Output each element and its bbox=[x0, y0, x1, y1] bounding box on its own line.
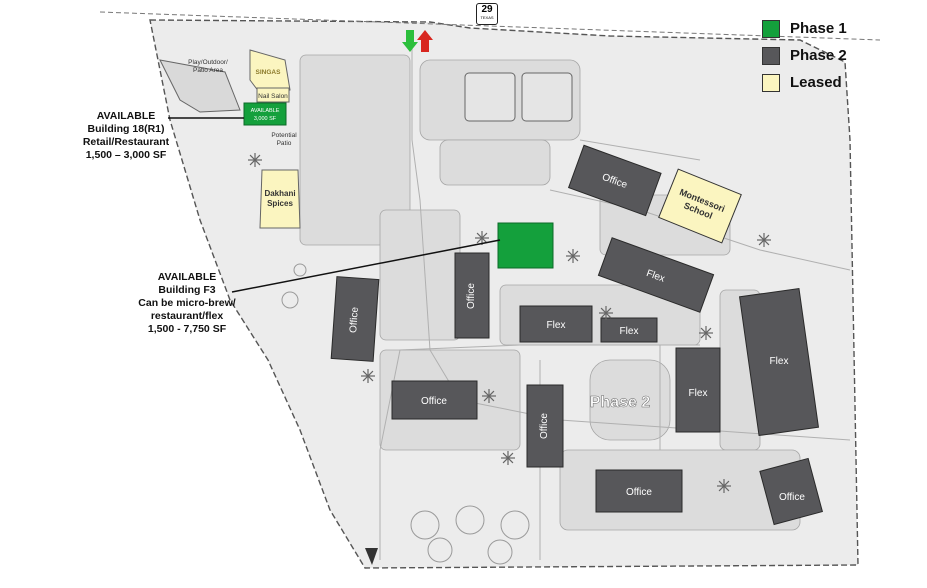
tree-marker-ray bbox=[758, 234, 770, 246]
phase2-label: Phase 2 bbox=[590, 394, 651, 411]
label-office-4: Office bbox=[421, 396, 447, 407]
phase1-swatch bbox=[762, 19, 780, 38]
label-flex-3: Flex bbox=[620, 326, 639, 337]
red-arrow-up bbox=[417, 30, 433, 52]
entrance-marker bbox=[365, 548, 378, 565]
building-office-7 bbox=[759, 457, 824, 526]
label-patio-1: Potential bbox=[271, 132, 297, 139]
tree-markers bbox=[248, 153, 771, 493]
legend: Phase 1 Phase 2 Leased bbox=[762, 16, 912, 97]
label-flex-4: Flex bbox=[689, 388, 708, 399]
tree-marker-ray bbox=[249, 154, 261, 166]
building-flex-3 bbox=[600, 317, 658, 343]
callout-f3-line-1: AVAILABLE bbox=[157, 271, 217, 283]
traffic-arrows bbox=[402, 30, 433, 52]
callout-f3-line-4: restaurant/flex bbox=[150, 310, 224, 322]
highway-line bbox=[99, 11, 881, 41]
legend-leased: Leased bbox=[762, 70, 912, 95]
label-office-6: Office bbox=[626, 487, 652, 498]
building-flex-4 bbox=[675, 347, 721, 433]
existing-buildings bbox=[159, 59, 573, 122]
building-flex-2 bbox=[519, 305, 593, 343]
green-arrow-down bbox=[402, 30, 418, 52]
building-office-5 bbox=[526, 384, 564, 468]
callout-18-line-1: AVAILABLE bbox=[96, 110, 156, 122]
landscape-trees bbox=[281, 263, 530, 565]
montessori-building bbox=[658, 168, 742, 244]
leased-buildings bbox=[249, 49, 742, 244]
highway-state: TEXAS bbox=[480, 15, 494, 20]
label-singas: SINGAS bbox=[256, 69, 282, 76]
tree-marker-ray bbox=[362, 370, 374, 382]
tree-marker-ray bbox=[567, 250, 579, 262]
tree-marker-ray bbox=[483, 390, 495, 402]
label-patio-2: Patio bbox=[277, 140, 292, 147]
label-dakhani-1: Dakhani bbox=[264, 189, 295, 198]
label-office-5: Office bbox=[539, 413, 550, 439]
callout-building-18: AVAILABLE Building 18(R1) Retail/Restaur… bbox=[78, 110, 174, 162]
legend-phase1: Phase 1 bbox=[762, 16, 912, 41]
nail-salon-building bbox=[256, 87, 290, 103]
label-flex-2: Flex bbox=[547, 320, 566, 331]
label-office-2: Office bbox=[466, 283, 477, 309]
callout-18-line-2: Building 18(R1) bbox=[87, 123, 165, 135]
building-office-6 bbox=[595, 469, 683, 513]
label-avail-sf: 3,000 SF bbox=[254, 116, 277, 122]
highway-29-shield: 29 TEXAS bbox=[476, 3, 498, 25]
label-avail-small: AVAILABLE bbox=[251, 108, 280, 114]
phase2-buildings bbox=[330, 144, 824, 526]
label-play-1: Play/Outdoor/ bbox=[188, 59, 228, 66]
callout-line-f3 bbox=[231, 239, 501, 293]
building-office-4 bbox=[391, 380, 478, 420]
building-office-1 bbox=[567, 144, 662, 217]
building-flex-1 bbox=[597, 237, 715, 313]
callout-building-f3: AVAILABLE Building F3 Can be micro-brew/… bbox=[132, 271, 242, 336]
legend-phase1-label: Phase 1 bbox=[790, 20, 847, 37]
leased-labels: SINGAS Nail Salon AVAILABLE 3,000 SF Dak… bbox=[188, 59, 726, 221]
building-f3 bbox=[497, 222, 554, 269]
label-flex-5: Flex bbox=[770, 356, 789, 367]
building-office-2 bbox=[454, 252, 490, 339]
phase1-buildings bbox=[243, 102, 554, 269]
phase2-swatch bbox=[762, 46, 780, 65]
tree-marker-ray bbox=[700, 327, 712, 339]
label-office-7: Office bbox=[779, 492, 805, 503]
callout-18-line-3: Retail/Restaurant bbox=[82, 136, 170, 148]
legend-phase2-label: Phase 2 bbox=[790, 47, 847, 64]
label-office-3: Office bbox=[348, 306, 361, 333]
label-nail-salon: Nail Salon bbox=[258, 93, 288, 100]
callout-f3-line-5: 1,500 - 7,750 SF bbox=[147, 323, 227, 335]
legend-phase2: Phase 2 bbox=[762, 43, 912, 68]
callout-18-line-4: 1,500 – 3,000 SF bbox=[85, 149, 167, 161]
callout-f3-line-3: Can be micro-brew/ bbox=[138, 297, 236, 309]
tree-marker-ray bbox=[476, 232, 488, 244]
highway-number: 29 bbox=[481, 4, 493, 15]
legend-leased-label: Leased bbox=[790, 74, 842, 91]
building-flex-5 bbox=[738, 287, 820, 437]
leased-swatch bbox=[762, 73, 780, 92]
tree-marker-ray bbox=[502, 452, 514, 464]
callout-f3-line-2: Building F3 bbox=[158, 284, 216, 296]
label-dakhani-2: Spices bbox=[267, 199, 293, 208]
tree-marker-ray bbox=[718, 480, 730, 492]
building-office-3 bbox=[330, 276, 380, 362]
tree-marker-ray bbox=[600, 307, 612, 319]
dakhani-building bbox=[259, 169, 301, 229]
label-play-2: Patio Area bbox=[193, 67, 223, 74]
building-18 bbox=[243, 102, 287, 126]
